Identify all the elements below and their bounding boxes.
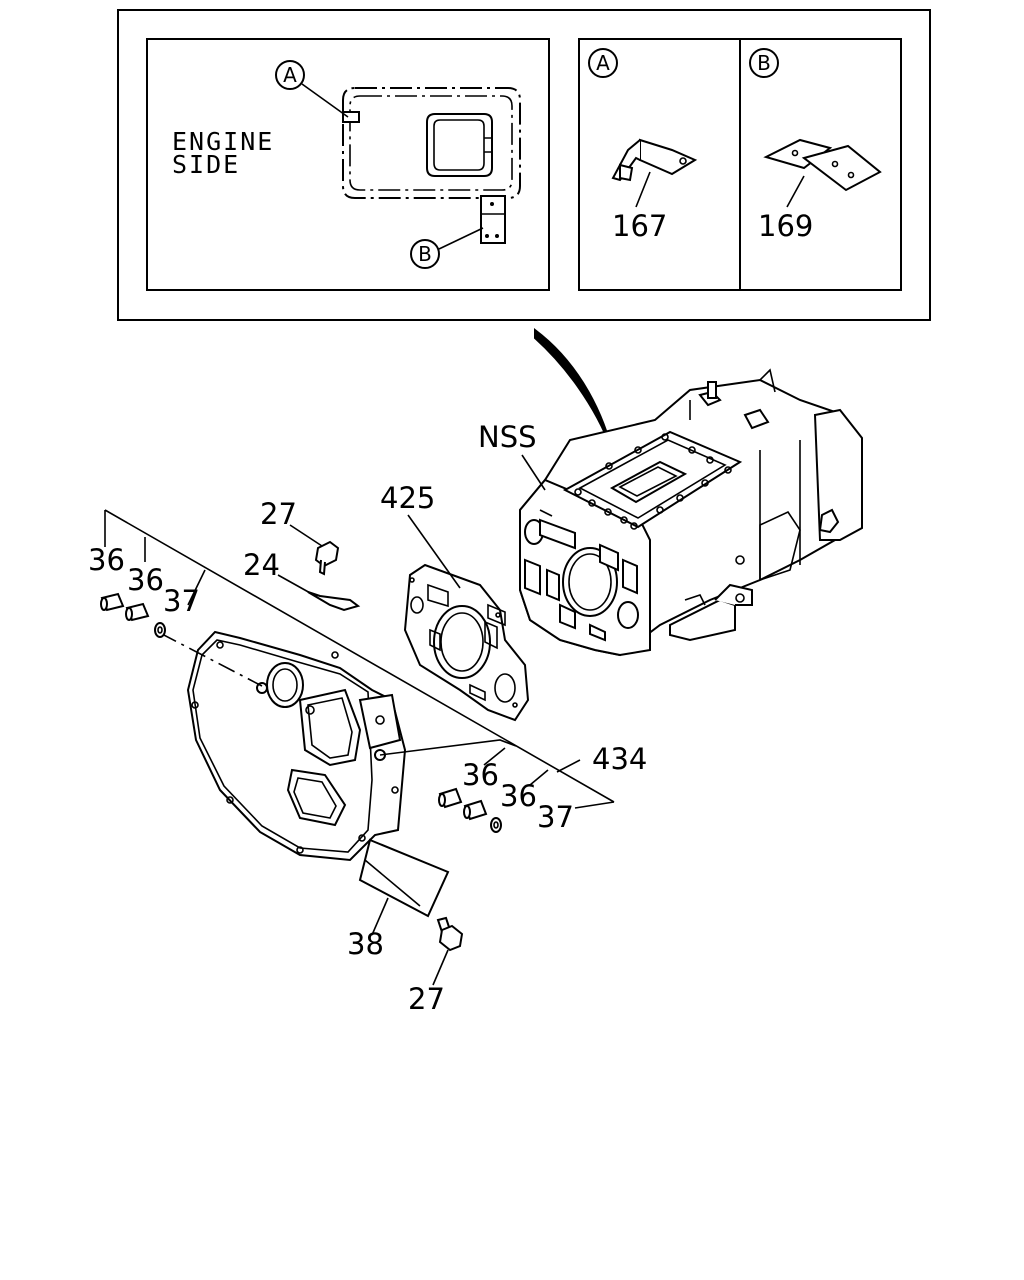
engine-side-label-line1: ENGINE (172, 127, 274, 156)
callout-letter-a: A (283, 63, 297, 87)
plate-24 (307, 591, 361, 612)
bushing-36-left-a (100, 592, 125, 612)
bolt-27-top (314, 540, 340, 576)
label-nss: NSS (478, 420, 537, 454)
detail-b-letter: B (757, 51, 771, 75)
callout-letter-b: B (418, 242, 432, 266)
bushing-36-right-b (463, 799, 488, 821)
engine-side-outline (342, 87, 521, 244)
label-169: 169 (758, 209, 813, 243)
callout-circle-b: B (410, 227, 484, 269)
clutch-housing (186, 630, 407, 862)
label-425: 425 (380, 481, 435, 515)
detail-a-letter: A (596, 51, 610, 75)
group-bracket-right (379, 739, 615, 809)
label-36-a: 36 (88, 543, 125, 577)
detail-a-circle: A (588, 48, 618, 78)
washer-37-right (490, 817, 502, 833)
bushing-36-left-b (125, 602, 150, 622)
centerline (159, 632, 263, 687)
label-434: 434 (592, 742, 647, 776)
label-27-bottom: 27 (408, 982, 445, 1016)
washer-37-left (154, 622, 166, 638)
label-36-c: 36 (462, 758, 499, 792)
label-37-a: 37 (163, 584, 200, 618)
engine-side-label-line2: SIDE (172, 150, 240, 179)
bracket-167 (611, 138, 698, 182)
label-36-b: 36 (127, 563, 164, 597)
bolt-27-bottom (436, 916, 464, 952)
label-37-b: 37 (537, 800, 574, 834)
callout-circle-a: A (275, 60, 349, 118)
cover-plate-38 (358, 838, 450, 918)
inset-frame (117, 9, 931, 321)
bushing-36-right-a (438, 787, 463, 809)
detail-b-circle: B (749, 48, 779, 78)
label-167: 167 (612, 209, 667, 243)
label-24: 24 (243, 548, 280, 582)
group-bracket-left (104, 509, 615, 803)
transmission-nss (519, 368, 863, 657)
gasket-425 (403, 563, 530, 722)
bracket-169 (763, 138, 882, 192)
label-38: 38 (347, 927, 384, 961)
